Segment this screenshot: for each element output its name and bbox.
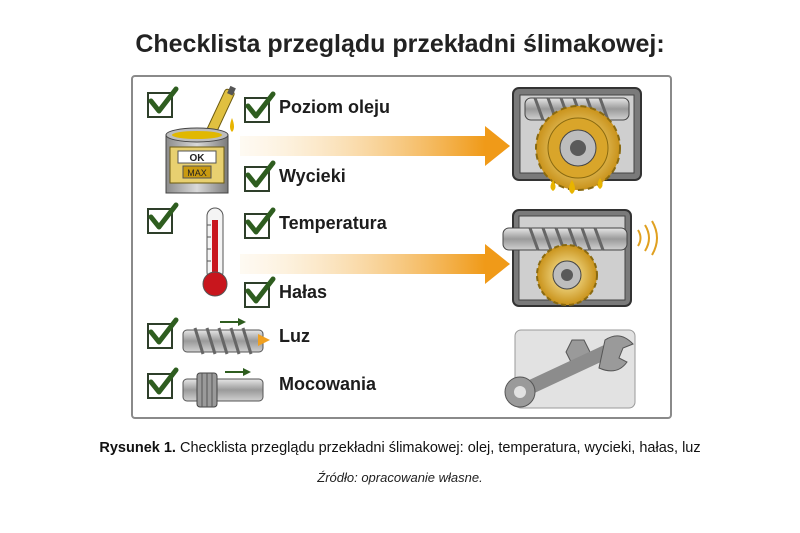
checkbox-noise[interactable] [244,276,276,308]
page-title: Checklista przeglądu przekładni ślimakow… [135,30,665,58]
worm-shaft-icon [182,318,270,355]
oil-can-ok-label: OK [190,153,206,164]
gearbox-noise-icon [502,209,658,307]
thermometer-icon [202,207,228,297]
arrow-top [240,126,510,166]
arrow-bottom [240,244,510,284]
checkbox-temp-group[interactable] [147,202,179,234]
label-noise: Hałas [279,282,328,302]
caption-prefix: Rysunek 1. [99,440,176,456]
checkbox-leaks[interactable] [244,160,276,192]
label-backlash: Luz [279,326,310,346]
label-temperature: Temperatura [279,213,387,233]
label-mounting: Mocowania [279,374,377,394]
gearbox-leak-icon [512,87,642,194]
caption-text: Checklista przeglądu przekładni ślimakow… [175,440,701,456]
shaft-mount-icon [182,368,264,408]
label-oil-level: Poziom oleju [279,97,391,117]
checkbox-luz-group[interactable] [147,317,179,349]
figure-caption: Rysunek 1. Checklista przeglądu przekład… [0,440,800,456]
checkbox-oil-group[interactable] [147,86,179,118]
label-leaks: Wycieki [279,166,346,186]
figure-source: Źródło: opracowanie własne. [317,470,483,485]
oil-can-icon: OK MAX [165,85,236,194]
checkbox-temperature[interactable] [244,207,276,239]
oil-can-max-label: MAX [187,168,207,178]
checkbox-oil-level[interactable] [244,91,276,123]
checkbox-mount-group[interactable] [147,367,179,399]
wrench-icon [504,329,636,409]
